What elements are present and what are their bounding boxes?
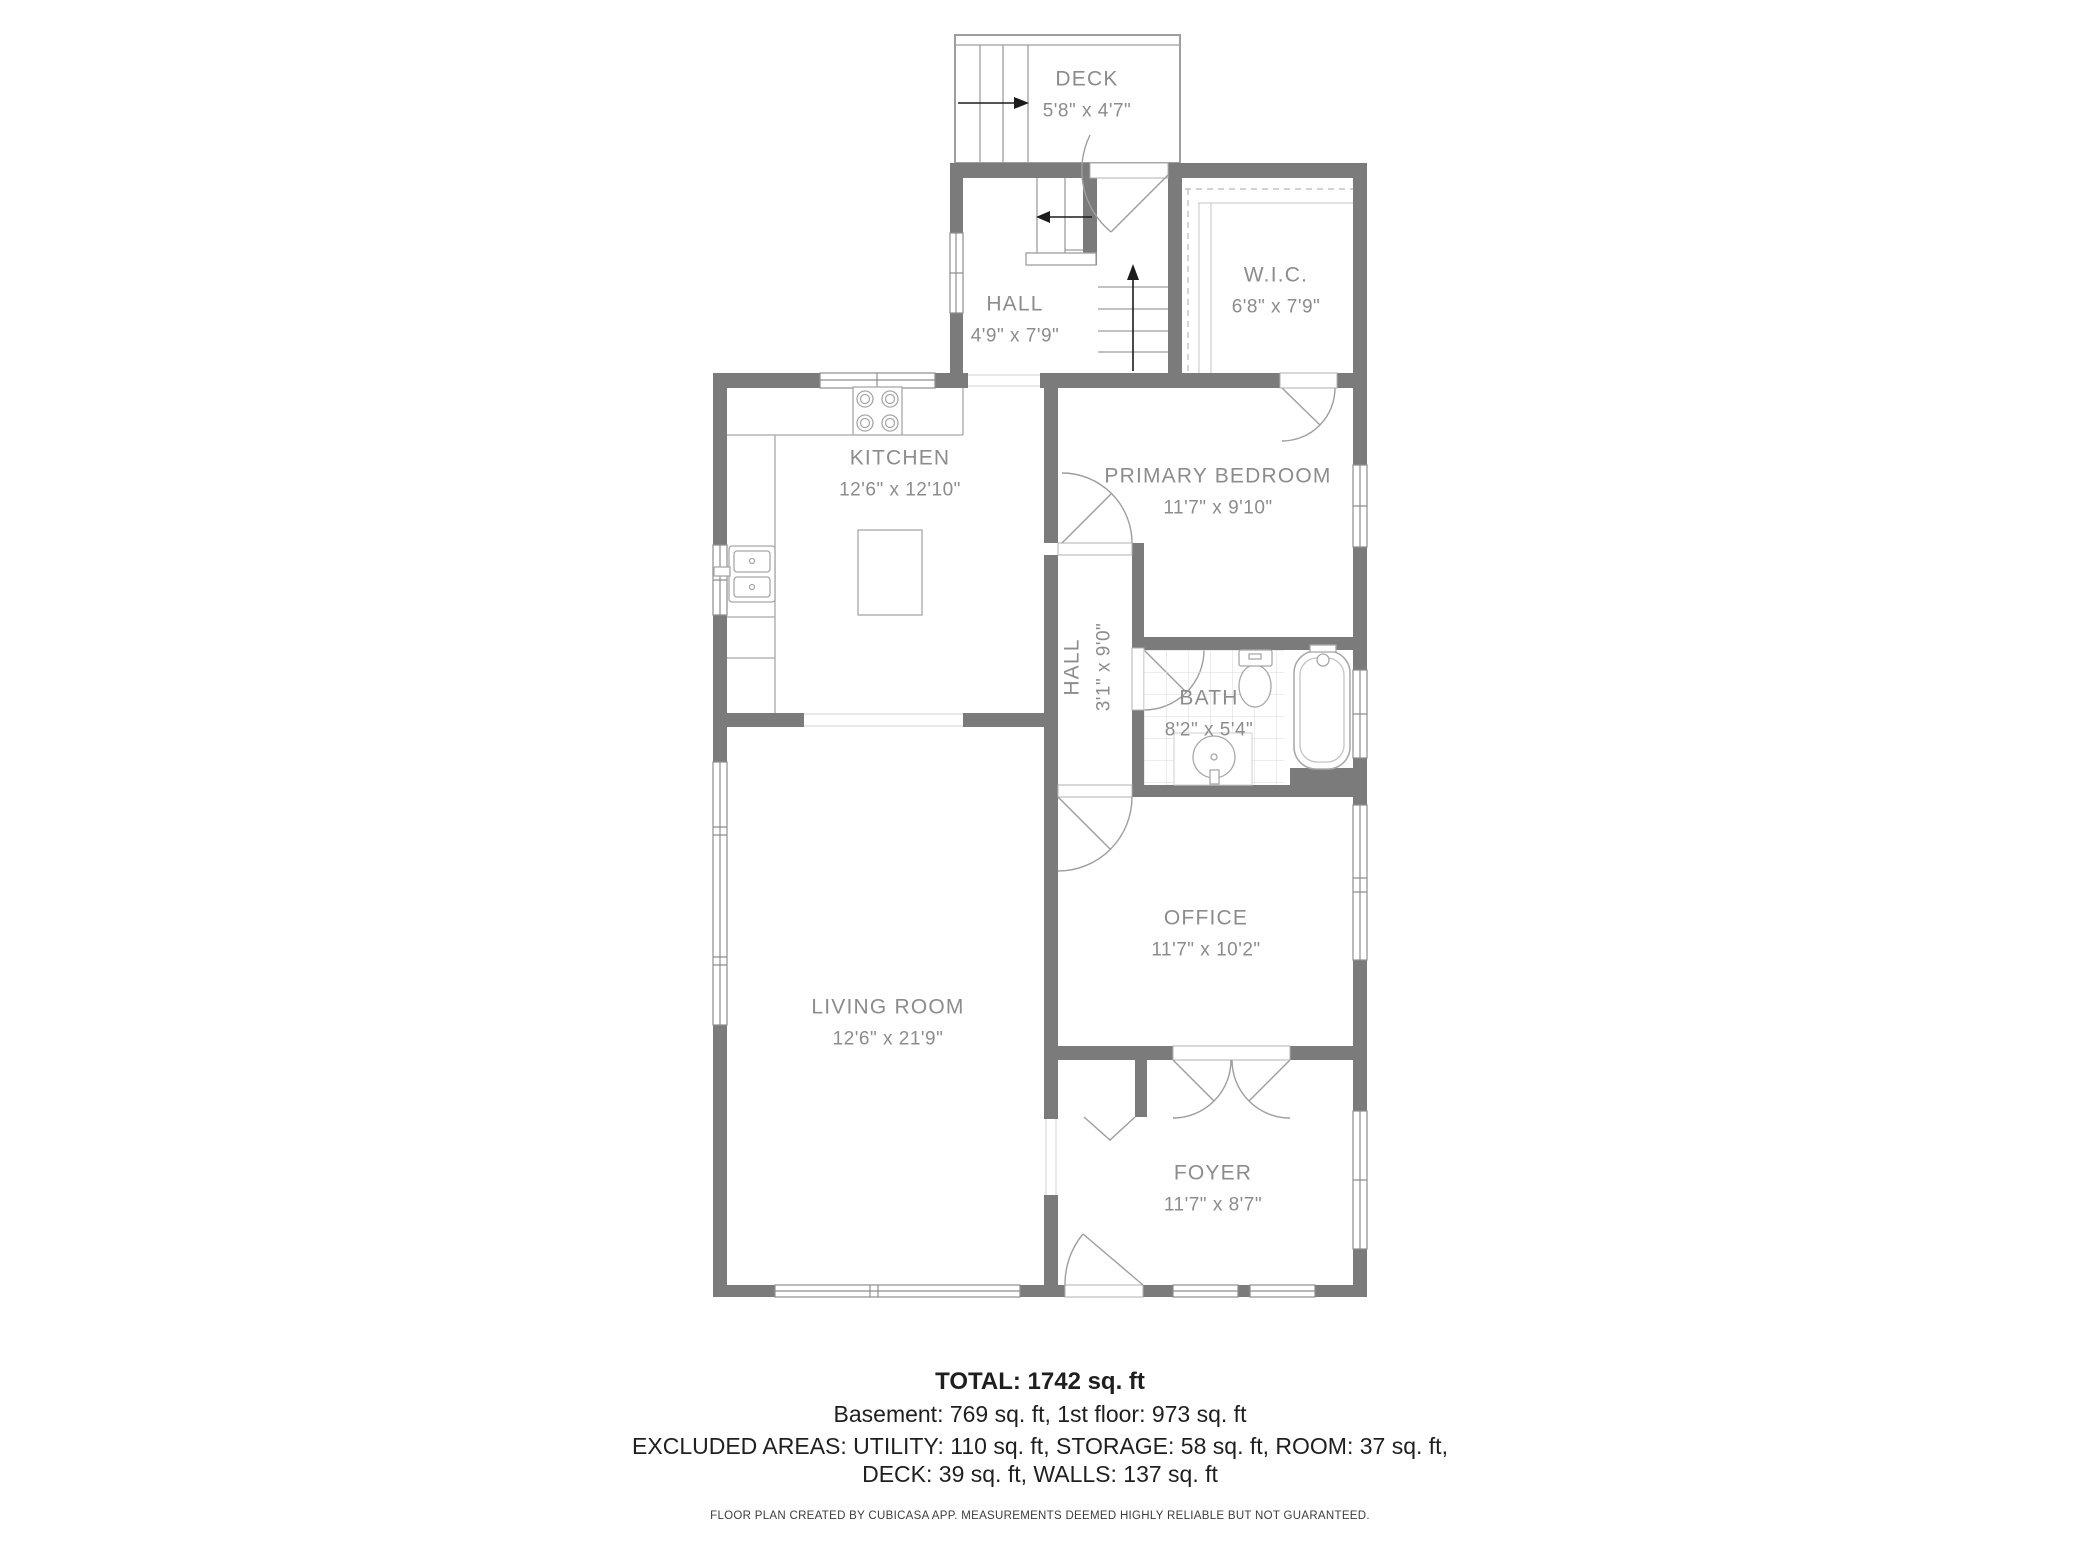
stair-arrows: [958, 97, 1139, 371]
window-foyer-bottom-1: [1172, 1284, 1239, 1298]
room-label-bath: BATH 8'2" x 5'4": [1164, 686, 1254, 741]
deck-structure: [954, 34, 1181, 164]
closet-bifold-door: [1083, 1116, 1136, 1141]
room-label-wic: W.I.C. 6'8" x 7'9": [1231, 263, 1321, 318]
room-label-kitchen: KITCHEN 12'6" x 12'10": [839, 446, 961, 501]
bedroom-door-threshold: [1057, 542, 1133, 556]
bedroom-door-swing: [1061, 472, 1133, 544]
stove: [852, 386, 903, 436]
room-label-living-room: LIVING ROOM 12'6" x 21'9": [811, 995, 965, 1050]
walls: [713, 163, 1367, 1297]
excluded-areas-text-1: EXCLUDED AREAS: UTILITY: 110 sq. ft, STO…: [632, 1433, 1448, 1459]
stairs-upper-flight: [1025, 178, 1097, 266]
bathtub: [1293, 650, 1351, 770]
window-office-right: [1352, 804, 1368, 961]
window-living-bottom: [774, 1284, 1021, 1298]
entry-door-swing: [1064, 1233, 1144, 1286]
deck-door-swing: [1081, 134, 1169, 233]
door-thresholds: [1057, 162, 1338, 1298]
window-living-left: [712, 761, 728, 1026]
deck-door-threshold: [1089, 162, 1169, 179]
total-area-text: TOTAL: 1742 sq. ft: [935, 1368, 1145, 1395]
kitchen-sink: [713, 545, 776, 603]
window-foyer-right: [1352, 1110, 1368, 1250]
kitchen-island: [857, 529, 923, 616]
window-kitchen-left: [712, 544, 728, 616]
window-hall-left: [949, 232, 964, 314]
upper-flight-arrow: [1036, 211, 1092, 223]
windows: [712, 232, 1368, 1298]
window-foyer-bottom-2: [1249, 1284, 1316, 1298]
window-kitchen-top: [819, 372, 936, 389]
opening-lines: [804, 374, 1057, 1195]
excluded-areas-text-2: DECK: 39 sq. ft, WALLS: 137 sq. ft: [862, 1461, 1218, 1487]
deck-stairs-arrow: [958, 97, 1029, 109]
window-bath-right: [1352, 669, 1368, 759]
toilet: [1238, 649, 1273, 708]
room-label-deck: DECK 5'8" x 4'7": [1042, 67, 1132, 122]
room-label-primary-bedroom: PRIMARY BEDROOM 11'7" x 9'10": [1104, 464, 1332, 519]
french-door-swing: [1172, 1059, 1291, 1119]
floor-areas-text: Basement: 769 sq. ft, 1st floor: 973 sq.…: [833, 1401, 1247, 1427]
room-label-hall-vertical: HALL 3'1" x 9'0": [1060, 622, 1115, 712]
office-door-swing: [1057, 796, 1133, 872]
room-label-foyer: FOYER 11'7" x 8'7": [1163, 1161, 1263, 1216]
lower-flight-arrow: [1127, 264, 1139, 371]
bath-door-threshold: [1131, 647, 1145, 711]
room-label-hall-upper: HALL 4'9" x 7'9": [970, 292, 1060, 347]
bath-sink: [1173, 732, 1253, 786]
kitchen-fixtures: [713, 386, 964, 713]
wic-door-threshold: [1279, 372, 1338, 389]
entry-door-threshold: [1064, 1284, 1144, 1298]
window-bedroom-right: [1352, 464, 1368, 548]
door-swings: [1057, 134, 1336, 1286]
disclaimer-text: FLOOR PLAN CREATED BY CUBICASA APP. MEAS…: [710, 1510, 1370, 1522]
french-door-threshold: [1172, 1045, 1291, 1061]
shower-fixture: [1309, 644, 1337, 667]
wic-closet-lines: [1185, 188, 1353, 373]
room-label-office: OFFICE 11'7" x 10'2": [1151, 906, 1261, 961]
office-door-threshold: [1057, 784, 1133, 798]
bath-fixtures: [1144, 644, 1351, 786]
wic-door-swing: [1281, 387, 1336, 442]
